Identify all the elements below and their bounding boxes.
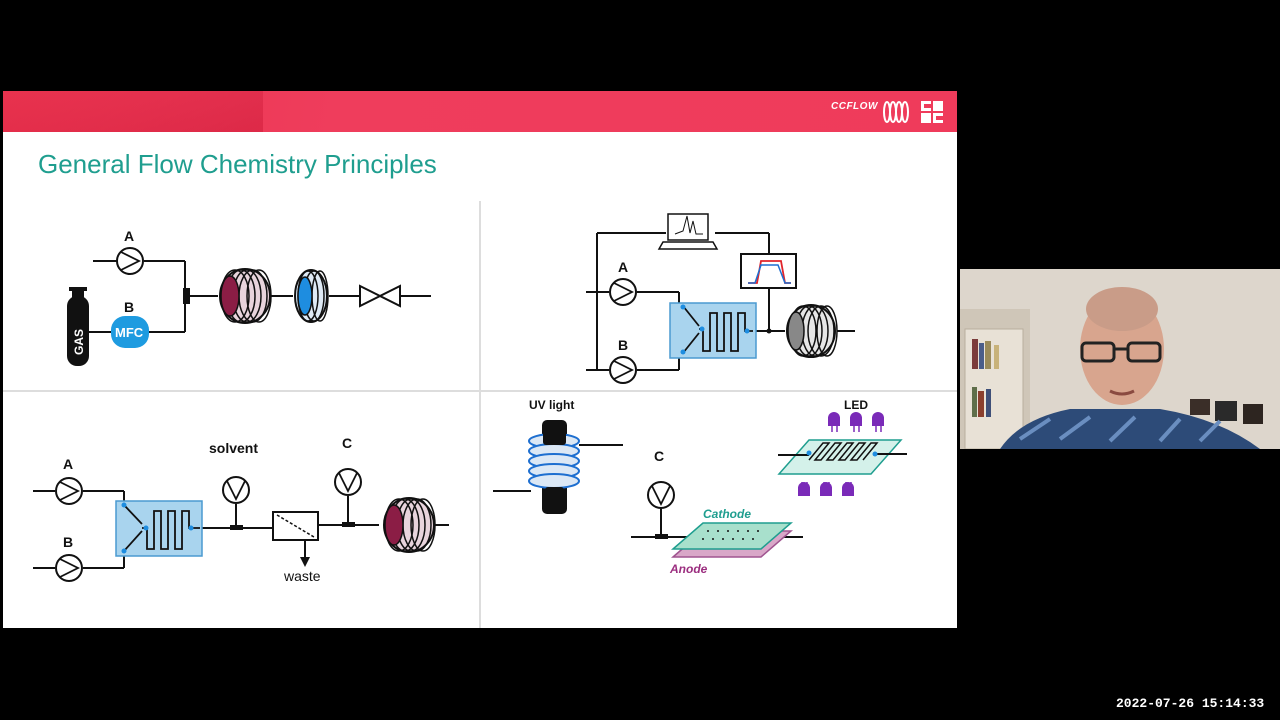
pump-c-label: C (342, 435, 352, 451)
waste-label: waste (283, 568, 321, 584)
monitored-setup-diagram (586, 232, 855, 371)
recording-timestamp: 2022-07-26 15:14:33 (1116, 696, 1265, 711)
pump-a-label: A (124, 228, 134, 244)
presenter-webcam-feed (960, 269, 1280, 449)
led-array-bottom-icon (798, 482, 854, 496)
electrochemical-cell-icon (670, 522, 794, 558)
pump-c-icon (647, 481, 675, 509)
ccflow-logo: CCFLOW (831, 101, 878, 112)
laptop-icon (657, 213, 719, 250)
gas-cylinder-icon (67, 287, 89, 366)
uv-light-label: UV light (529, 398, 574, 412)
chip-reactor-icon (669, 302, 757, 359)
pump-c-label: C (654, 448, 664, 464)
mfc-label: MFC (115, 325, 144, 340)
bookshelf-icon (964, 328, 1024, 449)
pump-b-label: B (124, 299, 134, 315)
led-array-top-icon (828, 412, 884, 432)
pump-a-icon (609, 278, 637, 306)
grey-coil-reactor-icon (786, 304, 838, 358)
pump-a-label: A (618, 259, 628, 275)
solvent-label: solvent (209, 440, 258, 456)
mfc-icon (111, 316, 149, 348)
red-coil-reactor-icon (219, 268, 272, 324)
pump-b-label: B (618, 337, 628, 353)
slide-title: General Flow Chemistry Principles (38, 149, 437, 179)
presenter-video-frame (960, 269, 1280, 449)
pump-b-label: B (63, 534, 73, 550)
cathode-label: Cathode (703, 507, 751, 521)
pump-a-label: A (63, 456, 73, 472)
gas-liquid-setup-diagram (89, 260, 431, 333)
gas-label: GAS (72, 329, 86, 355)
spectrum-monitor-icon (740, 253, 797, 289)
led-photoreactor-icon (777, 439, 907, 475)
pump-a-icon (55, 477, 83, 505)
led-label: LED (844, 398, 868, 412)
institute-logo-icon (883, 101, 943, 123)
back-pressure-valve-icon (359, 284, 401, 308)
blue-coil-reactor-icon (294, 269, 329, 323)
presentation-slide: CCFLOW General Flow Chemistry Principles (3, 91, 957, 628)
slide-header-bar: CCFLOW (3, 91, 957, 132)
uv-lamp-reactor-icon (493, 420, 623, 514)
flow-diagrams: A B GAS MFC (3, 201, 957, 628)
presenter-person (1000, 287, 1260, 449)
anode-label: Anode (669, 562, 708, 576)
pump-a-icon (116, 247, 144, 275)
pump-c-icon (334, 468, 362, 496)
pump-b-icon (55, 554, 83, 582)
chip-reactor-icon (115, 500, 203, 557)
solvent-pump-icon (222, 476, 250, 504)
separator-membrane-icon (272, 511, 319, 541)
pump-b-icon (609, 356, 637, 384)
red-coil-reactor-icon (383, 497, 436, 553)
